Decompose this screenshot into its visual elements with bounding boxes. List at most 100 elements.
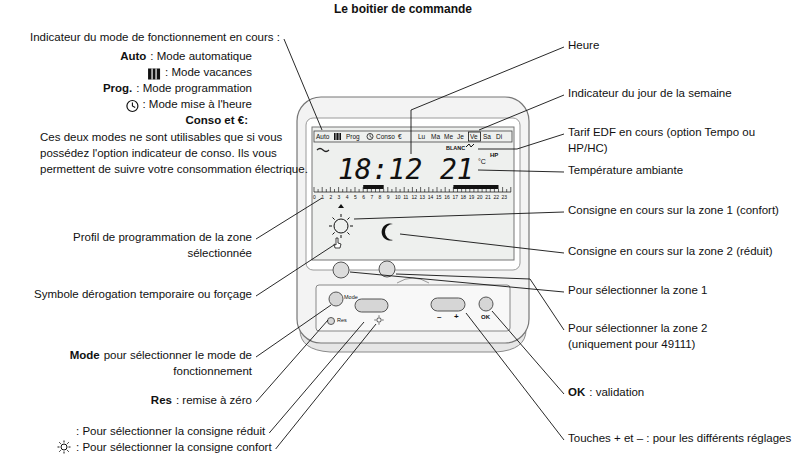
ruler-tick xyxy=(473,189,474,192)
ruler-tick xyxy=(445,187,446,192)
ruler-tick xyxy=(510,187,511,192)
callout-text: Pour sélectionner la zone 1 xyxy=(568,284,707,296)
plus-minus-key xyxy=(431,298,465,311)
callout-text: : Pour sélectionner la consigne confort xyxy=(76,441,272,453)
hour-number: 12 xyxy=(411,195,417,200)
callout-text: Pour sélectionner la zone 2 (uniquement … xyxy=(568,322,707,350)
callout: Symbole dérogation temporaire ou forçage xyxy=(8,286,252,302)
ruler-tick xyxy=(314,187,315,192)
device-text: Lu xyxy=(418,134,425,141)
ruler-tick xyxy=(506,189,507,192)
device-text: € xyxy=(398,134,402,141)
callout: Prog.: Mode programmation xyxy=(32,80,252,96)
device-text: Me xyxy=(444,134,453,141)
callout: : Pour sélectionner la consigne réduit xyxy=(76,423,301,439)
leader-line xyxy=(466,313,564,440)
mode-button xyxy=(329,292,343,306)
ruler-tick xyxy=(334,189,335,192)
callout: Consigne en cours sur la zone 1 (confort… xyxy=(568,202,796,218)
device-text: OK xyxy=(481,314,490,320)
callout-text: : validation xyxy=(589,386,644,398)
hour-number: 23 xyxy=(502,195,508,200)
ruler-tick xyxy=(330,187,331,192)
ruler-tick xyxy=(322,187,323,192)
callout: Profil de programmation de la zone sélec… xyxy=(42,229,252,261)
sun-key-icon xyxy=(374,315,383,324)
ruler-tick xyxy=(441,189,442,192)
ruler-tick xyxy=(383,189,384,192)
callout: Consigne en cours sur la zone 2 (réduit) xyxy=(568,243,796,259)
hour-number: 11 xyxy=(403,195,408,200)
hour-number: 13 xyxy=(420,195,426,200)
device-text: Prog xyxy=(346,134,360,141)
callout: : Mode mise à l'heure xyxy=(32,96,252,112)
ruler-tick xyxy=(346,187,347,192)
clock-icon xyxy=(367,134,373,140)
leader-line xyxy=(479,95,564,130)
ruler-tick xyxy=(396,187,397,192)
device-text: + xyxy=(454,313,459,321)
clock-icon xyxy=(127,101,138,112)
callout: Conso et €: xyxy=(32,112,252,128)
mode-bar xyxy=(314,131,512,142)
device-text: Res xyxy=(337,318,347,324)
ruler-tick xyxy=(502,187,503,192)
leader-line xyxy=(276,324,376,449)
callout-text: Prog. xyxy=(103,82,132,94)
hour-number: 1 xyxy=(321,195,324,200)
hour-number: 2 xyxy=(329,195,332,200)
callout-text: Mode xyxy=(70,349,100,361)
ruler-tick xyxy=(367,189,368,192)
ruler-tick xyxy=(482,189,483,192)
ruler-tick xyxy=(412,187,413,192)
ruler-tick xyxy=(424,189,425,192)
ruler-tick xyxy=(428,187,429,192)
ruler-tick xyxy=(318,189,319,192)
ruler-tick xyxy=(404,187,405,192)
ruler-tick xyxy=(437,187,438,192)
setpoint-key xyxy=(355,299,388,312)
clock-icon xyxy=(370,135,372,138)
moon-icon xyxy=(61,424,68,438)
ruler-tick xyxy=(408,189,409,192)
device-text: °C xyxy=(478,158,486,165)
leader-line xyxy=(478,134,564,149)
callout-text: : Mode vacances xyxy=(165,66,252,78)
ruler-tick xyxy=(416,189,417,192)
callout: Res: remise à zéro xyxy=(100,392,252,408)
zone1-button xyxy=(333,262,349,278)
callout-text: Tarif EDF en cours (option Tempo ou HP/H… xyxy=(568,126,755,154)
day-marker xyxy=(469,132,481,141)
leader-line xyxy=(396,274,564,330)
program-block xyxy=(453,185,498,189)
leader-line xyxy=(256,320,328,402)
hour-number: 20 xyxy=(477,195,483,200)
hour-number: 7 xyxy=(370,195,373,200)
callout: Indicateur du mode de fonctionnement en … xyxy=(30,29,322,45)
ruler-tick xyxy=(359,189,360,192)
callout: Pour sélectionner la zone 2 (uniquement … xyxy=(568,320,746,352)
display-frame xyxy=(306,118,520,270)
callout-text: Symbole dérogation temporaire ou forçage xyxy=(34,288,252,300)
callout-text: Ces deux modes ne sont utilisables que s… xyxy=(40,131,308,175)
ruler-tick xyxy=(420,187,421,192)
callout: OK: validation xyxy=(568,384,796,400)
ruler-tick xyxy=(355,187,356,192)
callout-text: : Mode mise à l'heure xyxy=(142,98,252,110)
callout-text: : Mode automatique xyxy=(150,50,252,62)
callout-text: Consigne en cours sur la zone 2 (réduit) xyxy=(568,245,773,257)
callout-text: Indicateur du jour de la semaine xyxy=(568,87,732,99)
callout-text: Heure xyxy=(568,39,599,51)
ruler-tick xyxy=(449,189,450,192)
hour-number: 4 xyxy=(346,195,349,200)
diagram-title: Le boitier de commande xyxy=(0,2,806,16)
ruler-tick xyxy=(457,189,458,192)
override-hand xyxy=(334,238,341,248)
device-text: BLANC xyxy=(446,146,465,152)
ruler-tick xyxy=(338,187,339,192)
ruler-tick xyxy=(387,187,388,192)
device-text: Ma xyxy=(431,134,440,141)
device-text: 18:12 xyxy=(338,156,422,184)
ruler-tick xyxy=(350,189,351,192)
hour-number: 17 xyxy=(452,195,458,200)
